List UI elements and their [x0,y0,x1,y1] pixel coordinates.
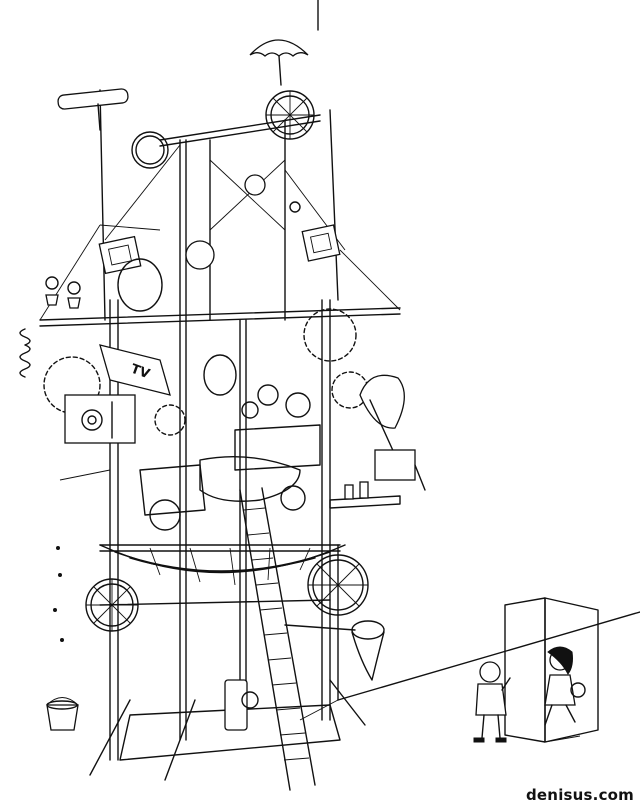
ladder [239,487,316,791]
door [504,597,599,743]
radio [64,394,136,444]
woman-figure [544,646,586,726]
bucket [46,697,79,731]
parasol [249,39,309,86]
round-frames [117,174,301,396]
speakers [98,224,341,275]
pipe [224,679,259,731]
butterfly-net [284,620,385,681]
tv-label: TV [129,362,152,383]
tv-set: TV [99,344,171,396]
flower-pots [45,276,81,309]
man-figure [473,661,511,743]
shelf [329,481,401,509]
rope-net [99,544,346,586]
gramophone [359,374,426,491]
droplets [53,546,64,642]
spring [19,328,31,378]
bed [139,384,321,516]
watermark: denisus.com [526,786,634,804]
antenna [57,88,129,131]
